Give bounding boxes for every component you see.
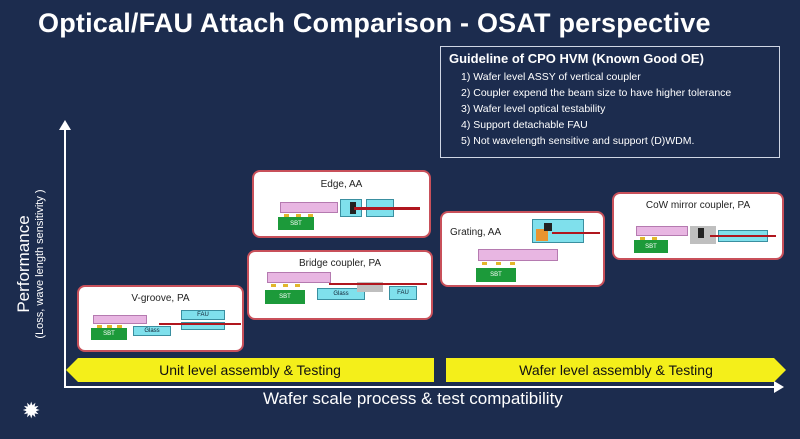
- guideline-item: 1) Wafer level ASSY of vertical coupler: [461, 71, 641, 83]
- x-axis-line: [64, 386, 776, 388]
- substrate-sbt: SBT: [91, 328, 127, 340]
- fau-block: FAU: [389, 286, 417, 300]
- fau-lower-block: [181, 322, 225, 330]
- substrate-sbt: SBT: [278, 217, 314, 230]
- grating-prism: [536, 229, 548, 241]
- card-vgroove: V-groove, PA SBT Glass FAU: [77, 285, 244, 352]
- guideline-box: Guideline of CPO HVM (Known Good OE) 1) …: [440, 46, 780, 158]
- optical-fiber: [159, 323, 241, 325]
- optical-fiber: [329, 283, 427, 285]
- solder-bump: [271, 284, 276, 287]
- solder-bump: [296, 214, 301, 217]
- solder-bump: [308, 214, 313, 217]
- card-bridge: Bridge coupler, PA SBT Glass FAU: [247, 250, 433, 320]
- solder-bump: [640, 237, 645, 240]
- optical-fiber: [552, 232, 600, 234]
- mirror-element: [698, 228, 704, 238]
- card-grating: Grating, AA SBT: [440, 211, 605, 287]
- card-title: V-groove, PA: [131, 293, 190, 304]
- optical-fiber: [710, 235, 776, 237]
- solder-bump: [510, 262, 515, 265]
- company-logo-icon: ✹: [22, 398, 41, 423]
- glass-block: Glass: [133, 326, 171, 336]
- x-axis-arrow-icon: [774, 381, 784, 393]
- slide-title: Optical/FAU Attach Comparison - OSAT per…: [38, 8, 711, 38]
- solder-bump: [295, 284, 300, 287]
- y-axis-title: Performance: [14, 215, 33, 313]
- guideline-item: 3) Wafer level optical testability: [461, 103, 606, 115]
- y-axis-label: Performance (Loss, wave length sensitivi…: [14, 144, 46, 384]
- chip-die: [280, 202, 338, 213]
- solder-bump: [284, 214, 289, 217]
- guideline-item: 2) Coupler expend the beam size to have …: [461, 87, 732, 99]
- solder-bump: [482, 262, 487, 265]
- guideline-item: 5) Not wavelength sensitive and support …: [461, 135, 695, 147]
- card-title: Bridge coupler, PA: [298, 258, 382, 269]
- y-axis-subtitle: (Loss, wave length sensitivity ): [34, 189, 46, 339]
- substrate-sbt: SBT: [476, 268, 516, 282]
- solder-bump: [283, 284, 288, 287]
- edge-lens: [350, 202, 356, 214]
- wafer-level-band: Wafer level assembly & Testing: [446, 358, 786, 382]
- solder-bump: [496, 262, 501, 265]
- chip-die: [636, 226, 688, 236]
- optical-fiber: [354, 207, 420, 210]
- grating-lens: [544, 223, 552, 231]
- card-title: Grating, AA: [450, 227, 502, 238]
- chip-die: [478, 249, 558, 261]
- guideline-item: 4) Support detachable FAU: [461, 119, 588, 131]
- card-cow-mirror: CoW mirror coupler, PA SBT: [612, 192, 784, 260]
- fau-block: FAU: [181, 310, 225, 320]
- guideline-list: 1) Wafer level ASSY of vertical coupler …: [449, 69, 771, 149]
- card-edge: Edge, AA SBT: [252, 170, 431, 238]
- card-title: CoW mirror coupler, PA: [645, 200, 751, 211]
- unit-level-band: Unit level assembly & Testing: [66, 358, 434, 382]
- x-axis-label: Wafer scale process & test compatibility: [263, 389, 563, 408]
- substrate-sbt: SBT: [265, 290, 305, 304]
- y-axis-arrow-icon: [59, 120, 71, 130]
- substrate-sbt: SBT: [634, 240, 668, 253]
- bridge-coupler: [357, 282, 383, 292]
- chip-die: [93, 315, 147, 324]
- glass-block: Glass: [317, 288, 365, 300]
- card-title: Edge, AA: [320, 179, 363, 190]
- solder-bump: [117, 325, 122, 328]
- solder-bump: [97, 325, 102, 328]
- chip-die: [267, 272, 331, 283]
- solder-bump: [107, 325, 112, 328]
- y-axis-line: [64, 128, 66, 388]
- solder-bump: [652, 237, 657, 240]
- guideline-heading: Guideline of CPO HVM (Known Good OE): [449, 51, 704, 66]
